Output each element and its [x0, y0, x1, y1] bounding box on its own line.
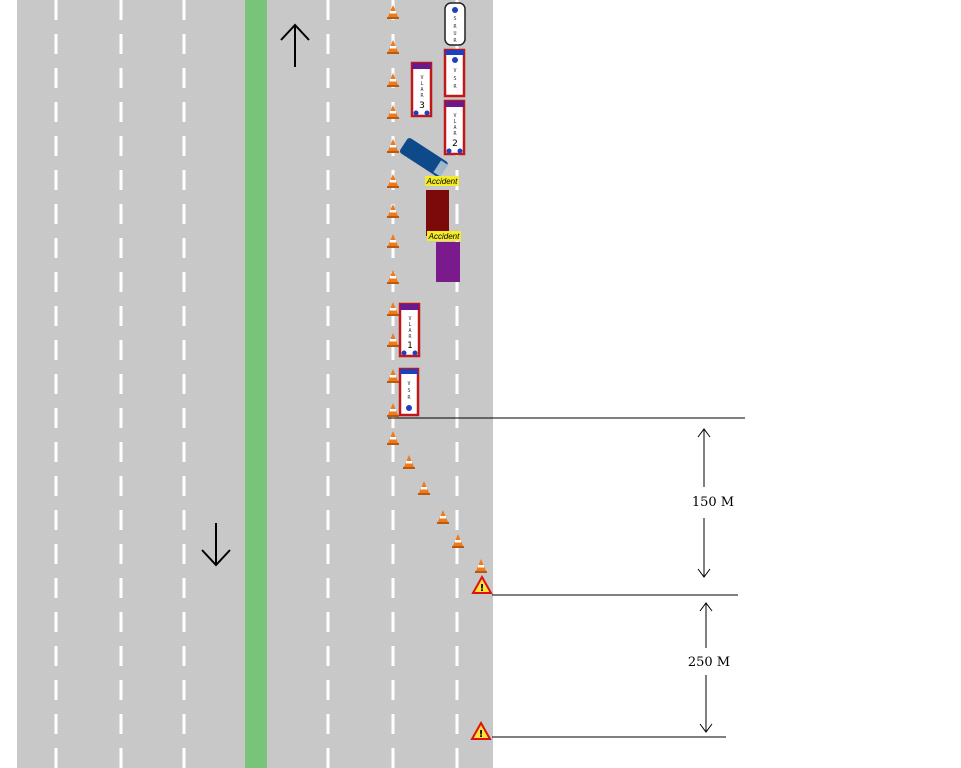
traffic-cone-icon — [452, 534, 464, 548]
distance-150-dimension — [697, 428, 711, 578]
svg-text:!: ! — [479, 729, 484, 740]
traffic-cone-icon — [387, 431, 399, 445]
up-arrow-icon — [280, 23, 310, 67]
measurement-lines — [388, 417, 745, 738]
svg-text:3: 3 — [419, 101, 425, 111]
road-left — [17, 0, 245, 768]
traffic-cone-icon — [387, 139, 399, 153]
svg-text:R: R — [408, 334, 412, 340]
median-strip — [245, 0, 267, 768]
distance-250-label: 250 M — [688, 655, 730, 670]
warning-triangle-icon: ! — [470, 720, 492, 740]
accident-label: Accident — [427, 231, 461, 241]
traffic-cone-icon — [387, 5, 399, 19]
traffic-cone-icon — [437, 510, 449, 524]
srur-vehicle: S R U R — [444, 2, 466, 46]
traffic-cone-icon — [387, 403, 399, 417]
vlr3-vehicle: V L A R 3 — [410, 61, 433, 118]
traffic-cone-icon — [387, 105, 399, 119]
svg-text:Accident: Accident — [426, 177, 458, 186]
traffic-cone-icon — [387, 369, 399, 383]
distance-150-label: 150 M — [692, 495, 734, 510]
svg-text:A: A — [408, 328, 411, 334]
svg-text:Accident: Accident — [428, 232, 460, 241]
vsr-rear-vehicle: V S R — [398, 367, 420, 417]
svg-text:V: V — [408, 316, 411, 322]
svg-text:R: R — [453, 84, 457, 90]
crashed-truck — [399, 138, 448, 178]
svg-text:V: V — [453, 113, 456, 119]
lane-markings — [54, 0, 459, 768]
svg-text:S: S — [453, 76, 456, 82]
svg-text:1: 1 — [407, 341, 413, 351]
traffic-cone-icon — [418, 481, 430, 495]
vlr2-vehicle: V L A R 2 — [443, 99, 466, 156]
svg-text:V: V — [420, 75, 423, 81]
svg-text:R: R — [453, 24, 457, 30]
svg-text:A: A — [453, 125, 456, 131]
cone-line — [387, 5, 487, 573]
traffic-cone-icon — [403, 455, 415, 469]
traffic-cone-icon — [387, 40, 399, 54]
svg-text:R: R — [407, 395, 411, 401]
svg-text:U: U — [453, 31, 456, 37]
svg-text:!: ! — [480, 583, 485, 594]
vlr1-vehicle: V L A R 1 — [398, 302, 421, 358]
traffic-cone-icon — [387, 73, 399, 87]
svg-text:R: R — [453, 38, 457, 44]
svg-text:S: S — [453, 16, 456, 22]
down-arrow-icon — [201, 523, 231, 567]
vehicle-light-icon — [406, 405, 412, 411]
svg-text:V: V — [407, 381, 410, 387]
vsr-vehicle: V S R — [443, 48, 466, 98]
traffic-cone-icon — [387, 204, 399, 218]
svg-text:2: 2 — [452, 139, 458, 149]
traffic-cone-icon — [387, 302, 399, 316]
svg-text:R: R — [453, 131, 457, 137]
traffic-cone-icon — [387, 174, 399, 188]
distance-250-dimension — [699, 602, 713, 733]
crashed-car-red — [426, 190, 449, 236]
svg-text:R: R — [420, 93, 424, 99]
svg-text:L: L — [420, 81, 423, 87]
traffic-cone-icon — [475, 559, 487, 573]
accident-label: Accident — [425, 176, 459, 186]
traffic-cone-icon — [387, 333, 399, 347]
vehicle-light-icon — [452, 57, 458, 63]
traffic-cone-icon — [387, 234, 399, 248]
traffic-cone-icon — [387, 270, 399, 284]
svg-text:V: V — [453, 68, 456, 74]
svg-text:L: L — [453, 119, 456, 125]
vehicle-light-icon — [452, 7, 458, 13]
svg-text:A: A — [420, 87, 423, 93]
svg-text:S: S — [407, 388, 410, 394]
warning-triangle-icon: ! — [471, 574, 493, 594]
svg-text:L: L — [408, 322, 411, 328]
crashed-car-purple — [436, 242, 460, 282]
